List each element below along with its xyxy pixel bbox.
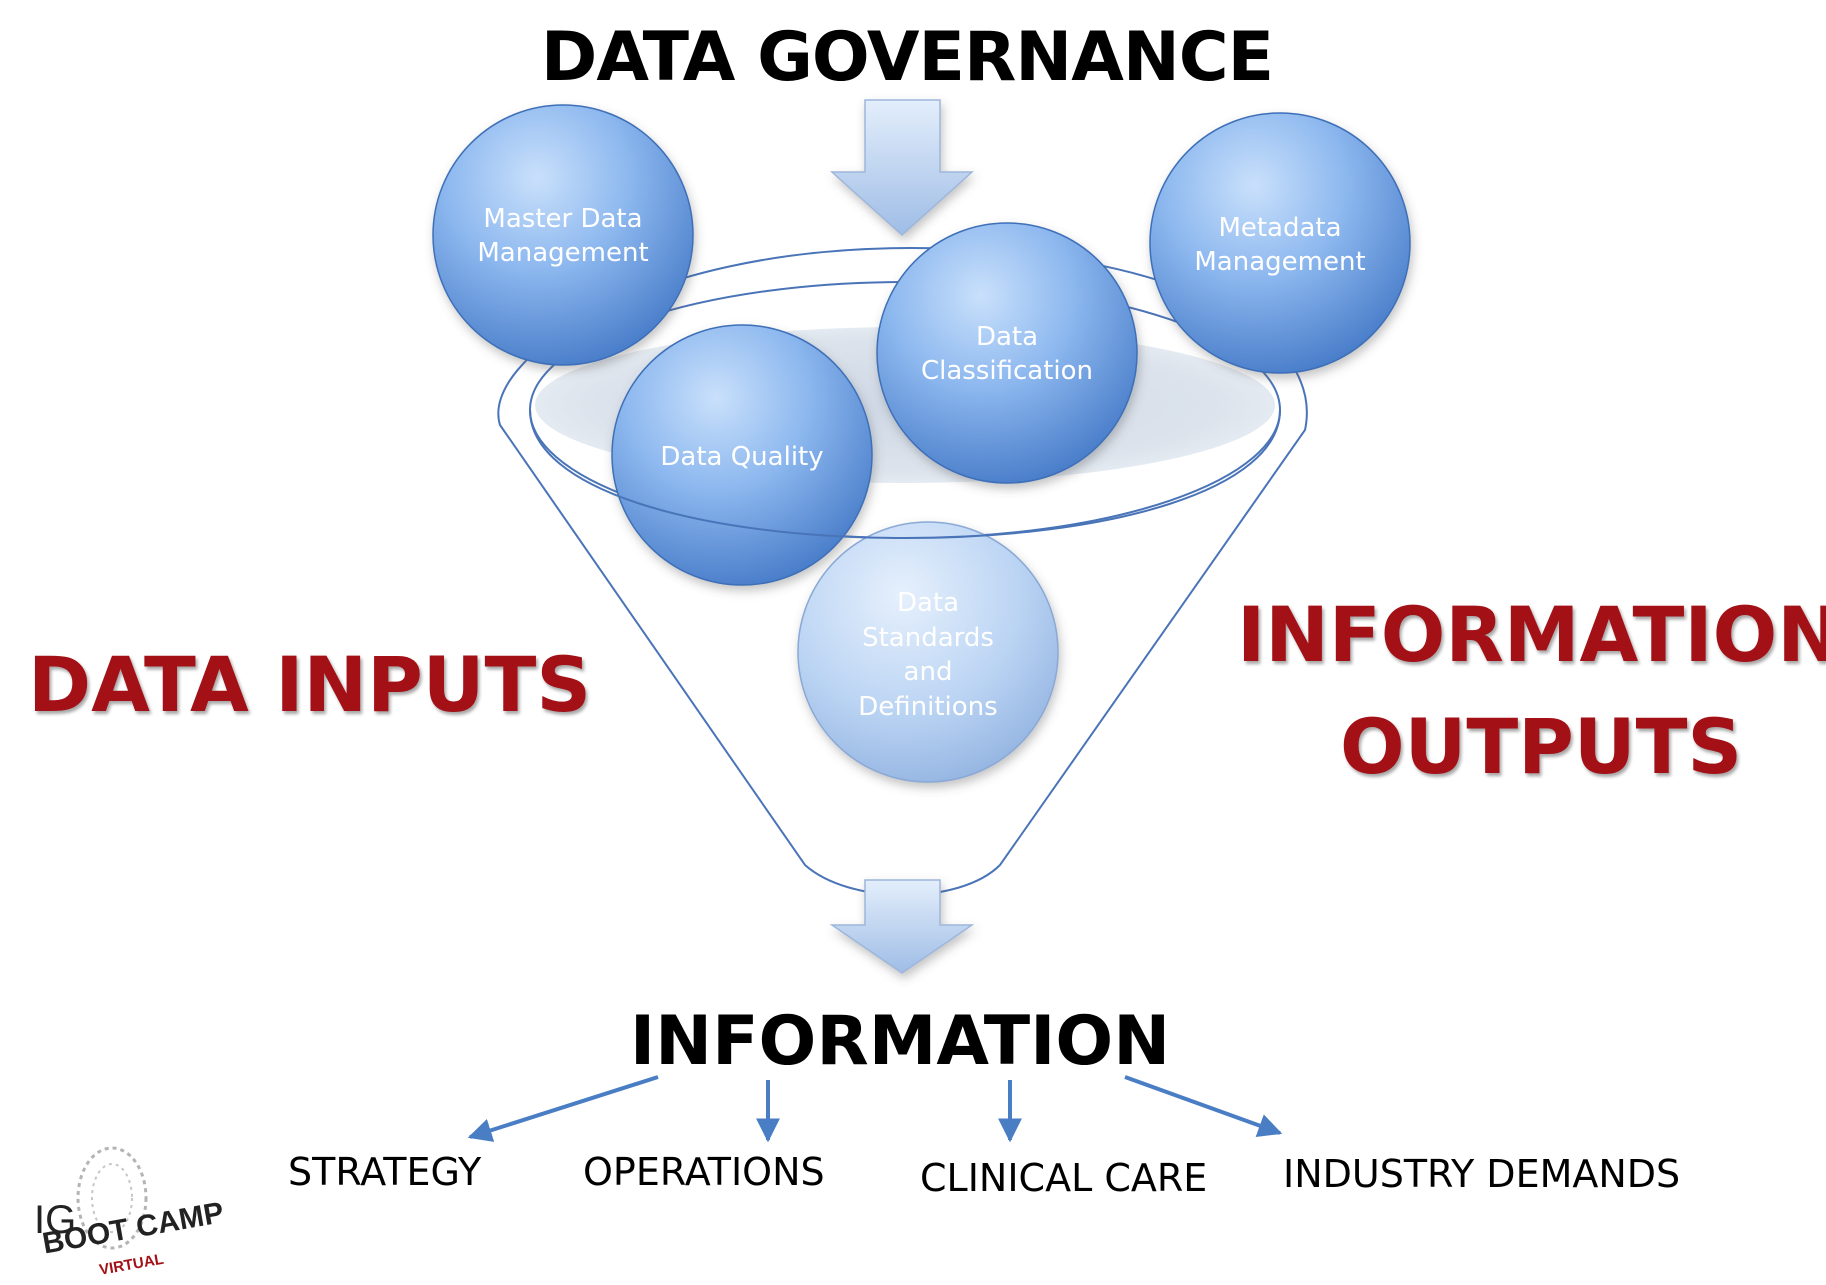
information-label: INFORMATION	[629, 1002, 1171, 1081]
circle-master-data-management: Master Data Management	[432, 104, 694, 366]
circle-label: and	[904, 657, 953, 687]
top-down-arrow	[830, 99, 974, 237]
logo-ig-text: IG	[34, 1198, 77, 1242]
circle-data-classification: Data Classification	[876, 222, 1138, 484]
circle-label: Data Quality	[660, 442, 823, 472]
circle-label: Data	[897, 588, 959, 618]
circle-metadata-management: Metadata Management	[1149, 112, 1411, 374]
circle-label: Classification	[921, 356, 1093, 386]
information-outputs-label-line1: INFORMATION	[1237, 590, 1826, 679]
circle-data-quality: Data Quality	[611, 324, 873, 586]
output-strategy: STRATEGY	[288, 1150, 482, 1194]
circle-label: Management	[1194, 247, 1365, 277]
circle-data-standards-definitions: Data Standards and Definitions	[797, 521, 1059, 783]
circle-label: Standards	[862, 623, 994, 653]
circle-label: Metadata	[1218, 213, 1341, 243]
boot-logo-icon	[76, 1146, 148, 1250]
circle-label: Data	[976, 322, 1038, 352]
diagram-title: DATA GOVERNANCE	[540, 18, 1274, 97]
output-operations: OPERATIONS	[583, 1150, 825, 1194]
data-inputs-label: DATA INPUTS	[28, 640, 592, 729]
bottom-down-arrow	[829, 879, 975, 974]
circle-label: Master Data	[483, 204, 642, 234]
information-outputs-label-line2: OUTPUTS	[1340, 702, 1743, 791]
funnel-rim-front	[529, 409, 1281, 540]
arrow-to-strategy	[467, 1075, 659, 1142]
circle-label: Management	[477, 238, 648, 268]
output-clinical-care: CLINICAL CARE	[920, 1156, 1208, 1200]
output-industry-demands: INDUSTRY DEMANDS	[1283, 1152, 1681, 1196]
circle-label: Definitions	[858, 692, 997, 722]
arrow-to-industry-demands	[1124, 1075, 1283, 1137]
